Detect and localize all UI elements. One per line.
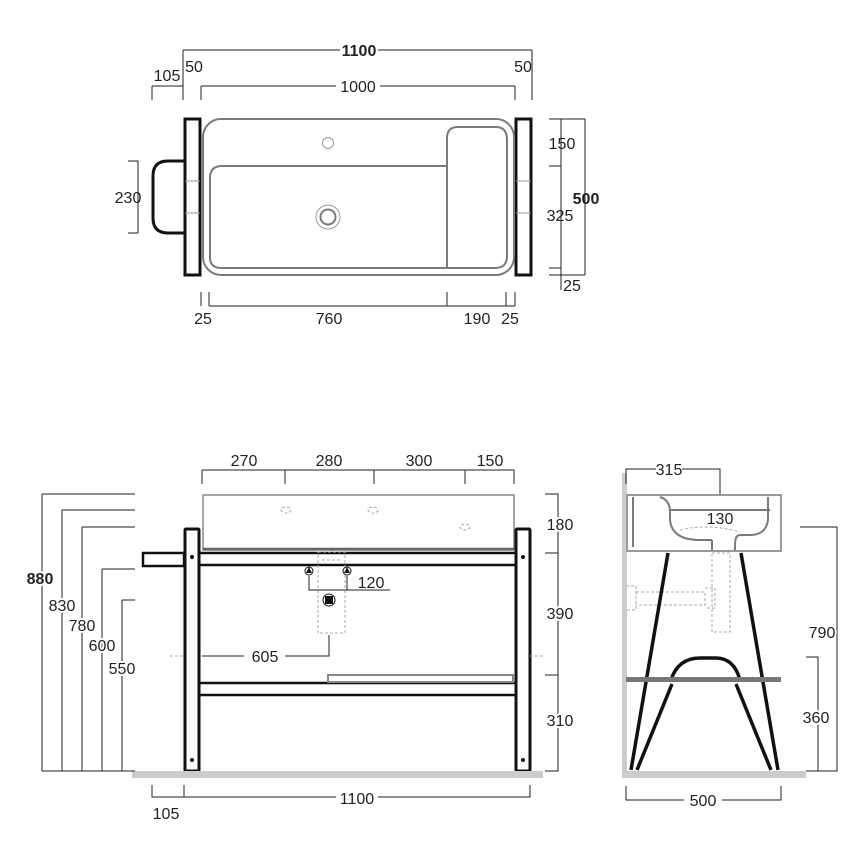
valve-left-icon bbox=[304, 566, 314, 576]
floor bbox=[132, 771, 543, 778]
dim-top-depth: 315 bbox=[656, 462, 683, 479]
dim-base-depth: 500 bbox=[690, 793, 717, 810]
dim-bottom-4: 25 bbox=[501, 311, 519, 328]
dim-inner-width: 1000 bbox=[340, 79, 376, 96]
wall bbox=[622, 473, 627, 778]
tap-hole bbox=[322, 137, 334, 149]
dim-right-310: 310 bbox=[547, 713, 574, 730]
side-legs bbox=[629, 552, 780, 771]
valve-right-icon bbox=[342, 566, 352, 576]
dim-depth-front: 25 bbox=[563, 278, 581, 295]
dim-line-overall bbox=[182, 49, 533, 100]
basin-side bbox=[626, 494, 782, 552]
dim-bowl-depth: 130 bbox=[707, 511, 734, 528]
leg-right bbox=[514, 117, 533, 277]
frame-rails bbox=[199, 551, 516, 697]
dim-bar-offset: 105 bbox=[154, 68, 181, 85]
basin-front bbox=[202, 494, 515, 551]
dim-hole-1: 270 bbox=[231, 453, 258, 470]
dim-height-780: 780 bbox=[69, 618, 96, 635]
basin-outline bbox=[202, 118, 515, 276]
basin-shelf bbox=[446, 126, 508, 269]
dim-drain-offset: 605 bbox=[252, 649, 279, 666]
dim-overall-width-front: 1100 bbox=[340, 791, 375, 808]
dim-shelf-height: 360 bbox=[803, 710, 830, 727]
side-view: 315 130 790 360 500 bbox=[622, 462, 838, 810]
dim-height-550: 550 bbox=[109, 661, 136, 678]
side-shelf bbox=[626, 677, 781, 682]
leg-left bbox=[183, 117, 202, 277]
dim-hole-2: 280 bbox=[316, 453, 343, 470]
dim-right-180: 180 bbox=[547, 517, 574, 534]
dim-line-inner bbox=[151, 85, 516, 100]
dim-height-830: 830 bbox=[49, 598, 76, 615]
side-floor bbox=[622, 771, 806, 778]
dim-bottom-2: 760 bbox=[316, 311, 343, 328]
dim-height-600: 600 bbox=[89, 638, 116, 655]
drain bbox=[315, 204, 341, 230]
dim-valve-spacing: 120 bbox=[358, 575, 385, 592]
basin-bowl bbox=[209, 165, 447, 269]
dim-bar-offset-front: 105 bbox=[153, 806, 180, 823]
front-leg-right bbox=[514, 527, 532, 773]
top-view: 1100 105 50 50 1000 230 150 325 500 25 2… bbox=[115, 43, 600, 328]
dim-bar-span: 230 bbox=[115, 190, 142, 207]
front-leg-left bbox=[183, 527, 201, 773]
dim-leg-left: 50 bbox=[185, 59, 203, 76]
dim-depth-mid: 325 bbox=[547, 208, 574, 225]
towel-bar-end bbox=[141, 551, 186, 568]
front-view: 270 280 300 150 120 605 880 830 78 bbox=[25, 453, 576, 823]
dim-rim-height: 790 bbox=[809, 625, 836, 642]
dim-bottom-1: 25 bbox=[194, 311, 212, 328]
dim-bottom-3: 190 bbox=[464, 311, 491, 328]
dim-hole-4: 150 bbox=[477, 453, 504, 470]
dim-right-390: 390 bbox=[547, 606, 574, 623]
dim-overall-width: 1100 bbox=[342, 43, 377, 60]
dim-leg-right: 50 bbox=[514, 59, 532, 76]
dim-height-880: 880 bbox=[27, 571, 54, 588]
shelf bbox=[327, 674, 514, 683]
towel-bar bbox=[151, 159, 185, 235]
dim-depth-total: 500 bbox=[573, 191, 600, 208]
dim-hole-3: 300 bbox=[406, 453, 433, 470]
dim-depth-back: 150 bbox=[549, 136, 576, 153]
